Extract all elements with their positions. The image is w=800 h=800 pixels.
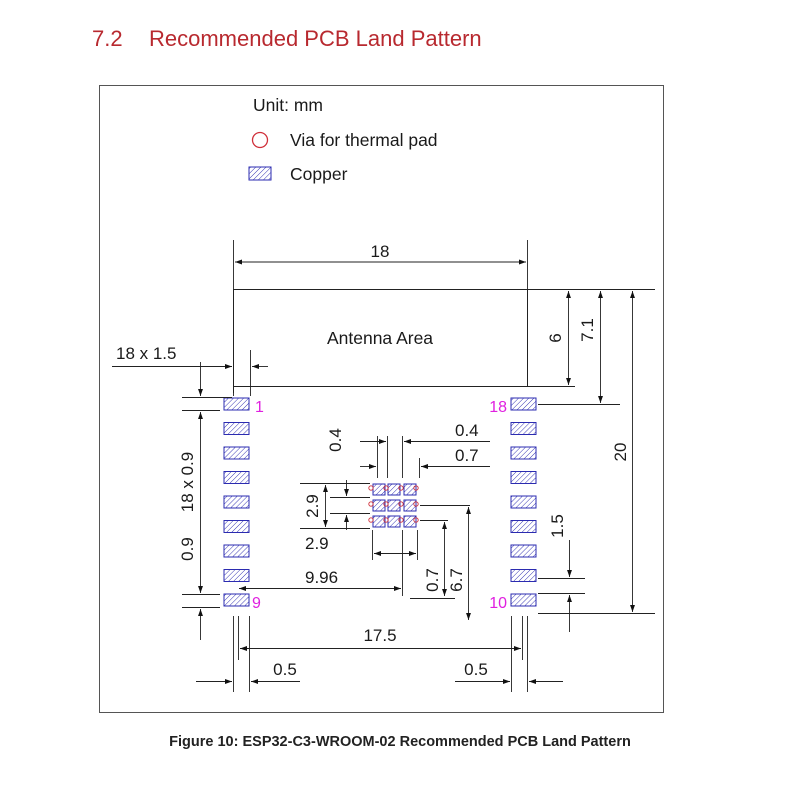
thermal-via [368, 517, 374, 523]
dim-label-0-9: 0.9 [178, 537, 197, 561]
copper-pad-right [510, 593, 537, 607]
copper-pad-left [223, 446, 250, 460]
via-legend-icon [251, 131, 269, 149]
copper-pad-right [510, 422, 537, 435]
section-number: 7.2 [92, 26, 123, 51]
thermal-via [383, 501, 389, 507]
thermal-via [413, 517, 419, 523]
dim-label-9-96: 9.96 [305, 568, 338, 587]
copper-pad-right [510, 397, 537, 411]
right-pad-column [510, 397, 537, 607]
dim-label-6-7-v: 6.7 [447, 568, 466, 592]
thermal-copper-pad [372, 515, 386, 528]
dim-label-0-7-h: 0.7 [455, 446, 479, 465]
dim-label-0-7-v: 0.7 [423, 568, 442, 592]
copper-pad-left [223, 544, 250, 558]
copper-pad-left [223, 520, 250, 533]
dim-label-7-1: 7.1 [578, 318, 597, 342]
dim-label-0-5-right: 0.5 [464, 660, 488, 679]
thermal-via [398, 485, 404, 491]
dim-label-17-5: 17.5 [363, 626, 396, 645]
thermal-via [398, 517, 404, 523]
pin-label-1: 1 [255, 399, 264, 416]
thermal-via [368, 485, 374, 491]
thermal-via [413, 501, 419, 507]
section-heading: 7.2 Recommended PCB Land Pattern [92, 26, 482, 52]
legend-copper-label: Copper [290, 164, 348, 184]
thermal-copper-pad [403, 499, 417, 512]
thermal-copper-pad [403, 515, 417, 528]
copper-pad-left [223, 495, 250, 509]
thermal-via [383, 485, 389, 491]
copper-pad-right [510, 471, 537, 484]
copper-pad-left [223, 471, 250, 484]
copper-pad-right [510, 569, 537, 582]
figure-caption: Figure 10: ESP32-C3-WROOM-02 Recommended… [169, 734, 631, 750]
thermal-copper-pad [387, 483, 401, 496]
dim-label-18x1-5: 18 x 1.5 [116, 344, 177, 363]
copper-pad-left [223, 397, 250, 411]
copper-legend-icon [248, 166, 272, 181]
dim-label-20: 20 [611, 443, 630, 462]
left-pad-column [223, 397, 250, 607]
dim-label-6: 6 [546, 333, 565, 342]
copper-pad-left [223, 569, 250, 582]
thermal-copper-pad [372, 483, 386, 496]
dim-label-2-9-v: 2.9 [303, 494, 322, 518]
thermal-via [413, 485, 419, 491]
thermal-copper-pad [387, 499, 401, 512]
legend-unit: Unit: mm [253, 95, 323, 115]
figure-frame [99, 85, 664, 713]
copper-pad-left [223, 422, 250, 435]
copper-pad-right [510, 520, 537, 533]
pin-label-18: 18 [489, 399, 507, 416]
antenna-area-outline [233, 289, 528, 387]
thermal-via [383, 517, 389, 523]
dim-label-2-9-h: 2.9 [305, 534, 329, 553]
legend-via-label: Via for thermal pad [290, 130, 438, 150]
copper-pad-right [510, 446, 537, 460]
antenna-area-label: Antenna Area [327, 328, 433, 348]
thermal-copper-pad [387, 515, 401, 528]
pin-label-9: 9 [252, 595, 261, 612]
thermal-copper-pad [372, 499, 386, 512]
thermal-pad-array [368, 483, 419, 528]
pin-label-10: 10 [489, 595, 507, 612]
dim-label-0-4-h: 0.4 [455, 421, 479, 440]
thermal-via [398, 501, 404, 507]
thermal-copper-pad [403, 483, 417, 496]
thermal-via [368, 501, 374, 507]
section-title: Recommended PCB Land Pattern [149, 26, 482, 51]
copper-pad-right [510, 495, 537, 509]
copper-pad-right [510, 544, 537, 558]
dim-label-1-5: 1.5 [548, 514, 567, 538]
dim-label-18: 18 [371, 242, 390, 261]
dim-label-18x0-9: 18 x 0.9 [178, 452, 197, 513]
dim-label-0-4-v: 0.4 [326, 428, 345, 452]
copper-pad-left [223, 593, 250, 607]
dim-label-0-5-left: 0.5 [273, 660, 297, 679]
